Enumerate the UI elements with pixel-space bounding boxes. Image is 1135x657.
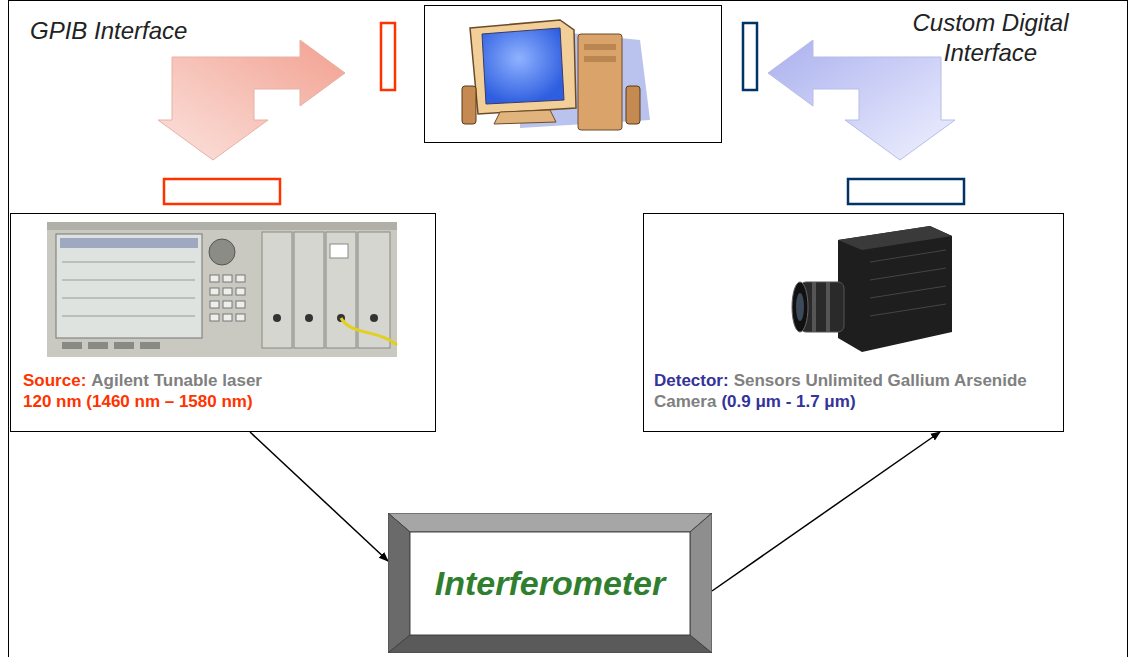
laser-photo [47,222,397,357]
interface-port [164,179,280,204]
block-arrow [768,40,955,160]
interface-port [381,23,395,90]
interface-port [743,23,757,90]
part-heading: Source: [23,371,86,390]
computer-icon [462,20,650,130]
source-box: Source: Agilent Tunable laser120 nm (1460… [10,213,436,432]
computer-box [425,6,722,143]
part-text: 120 nm (1460 nm – 1580 nm) [23,391,422,412]
caption-text: Detector:Sensors Unlimited Gallium Arsen… [654,370,1056,412]
camera-photo [792,226,952,352]
frame [9,1,1128,657]
interferometer-box: Interferometer [388,513,712,653]
block-arrow [158,40,345,160]
caption-text: Source: Agilent Tunable laser120 nm (1460… [23,370,427,412]
interface-port [848,179,964,204]
detector-box: Detector:Sensors Unlimited Gallium Arsen… [643,213,1064,432]
interface-label: Custom Digital Interface [888,8,1093,68]
node-title: Interferometer [435,564,666,603]
part-text: (0.9 μm - 1.7 μm) [721,392,855,411]
interface-label: GPIB Interface [30,16,290,46]
part-heading: Detector: [654,371,729,390]
part-text: Agilent Tunable laser [91,371,262,390]
signal-arrow [712,432,940,591]
signal-arrow [250,432,388,561]
